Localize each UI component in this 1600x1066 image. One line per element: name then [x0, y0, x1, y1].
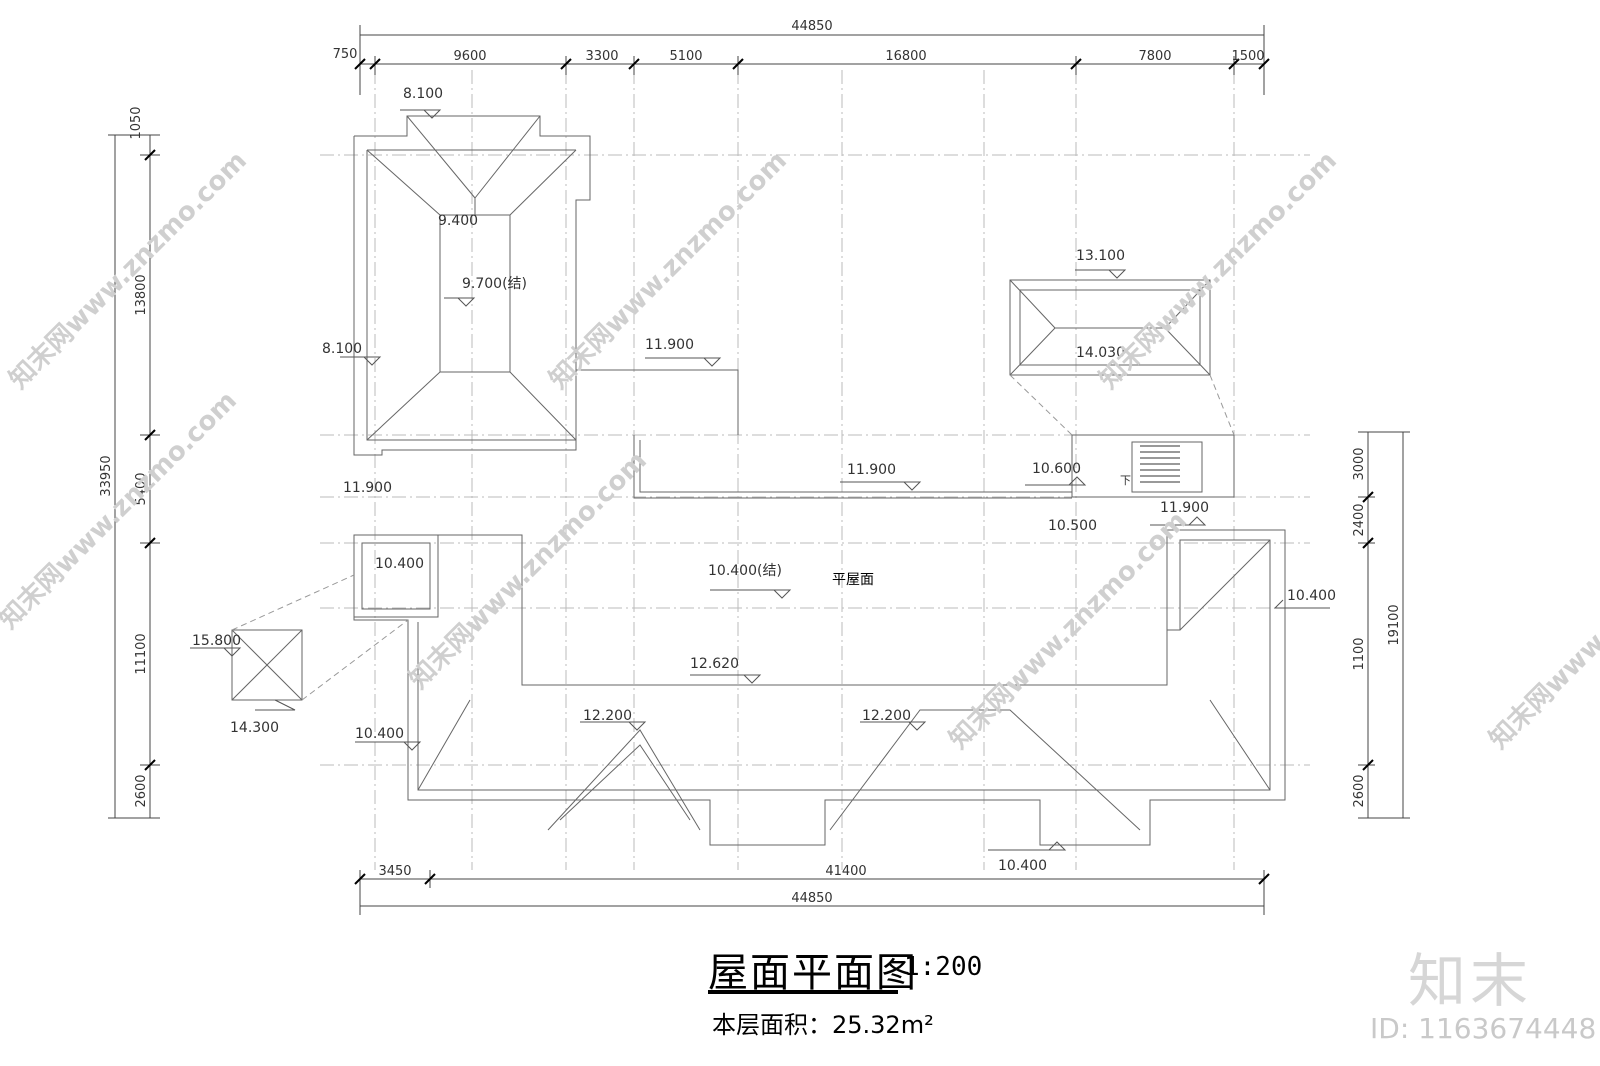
dim-left-1050: 1050	[129, 106, 144, 139]
elev-11900-c: 11.900	[1160, 500, 1209, 516]
stair-treads	[1140, 445, 1180, 483]
elev-8100-left: 8.100	[322, 341, 362, 357]
drawing-scale: 1:200	[904, 952, 983, 982]
watermark-text: 知末网www.znzmo.com	[1094, 146, 1343, 395]
title-underline	[708, 990, 898, 994]
elev-11900-b: 11.900	[847, 462, 896, 478]
elev-12200-a: 12.200	[583, 708, 632, 724]
elev-14300: 14.300	[230, 720, 279, 736]
watermark-text: 知末网www.znzmo.com	[0, 386, 243, 635]
dim-left-11100: 11100	[134, 633, 149, 674]
elev-10400-right: 10.400	[1287, 588, 1336, 604]
image-id: ID: 1163674448	[1370, 1012, 1597, 1045]
dim-right-2600: 2600	[1352, 774, 1367, 807]
dim-right-1100: 1100	[1352, 637, 1367, 670]
dim-right-total: 19100	[1387, 604, 1402, 645]
roof-outlines	[231, 115, 1286, 846]
stair-down-label: 下	[1120, 474, 1131, 487]
dim-top-7800: 7800	[1138, 49, 1171, 64]
dim-top-total: 44850	[791, 19, 832, 34]
drawing-title: 屋面平面图	[708, 950, 918, 996]
elev-8100-top: 8.100	[403, 86, 443, 102]
elev-10400-tower: 10.400	[375, 556, 424, 572]
elev-10600: 10.600	[1032, 461, 1081, 477]
elev-10400-left: 10.400	[355, 726, 404, 742]
dim-left-2600: 2600	[134, 774, 149, 807]
elev-14030: 14.030	[1076, 345, 1125, 361]
dimension-ticks	[144, 58, 1374, 885]
elev-10400-bottom: 10.400	[998, 858, 1047, 874]
connector-lines	[231, 374, 1235, 701]
dim-top-750: 750	[333, 47, 358, 62]
watermark-text: 知末网www.znzmo.com	[4, 146, 253, 395]
dim-top-1500: 1500	[1231, 49, 1264, 64]
dim-bottom-3450: 3450	[378, 864, 411, 879]
dim-top-5100: 5100	[669, 49, 702, 64]
dim-bottom-41400: 41400	[825, 864, 866, 879]
elev-9700: 9.700(结)	[462, 276, 527, 292]
watermark-text: 知末网www.znzmo.com	[404, 446, 653, 695]
dimension-text-group: 44850 750 9600 3300 5100 16800 7800 1500…	[99, 19, 1402, 906]
elev-12200-b: 12.200	[862, 708, 911, 724]
dim-left-13800: 13800	[134, 274, 149, 315]
elev-11900-a: 11.900	[645, 337, 694, 353]
dim-top-9600: 9600	[453, 49, 486, 64]
elev-9400: 9.400	[438, 213, 478, 229]
dim-top-16800: 16800	[885, 49, 926, 64]
dim-bottom-total: 44850	[791, 891, 832, 906]
elevation-markers	[190, 109, 1330, 851]
dim-left-5400: 5400	[134, 472, 149, 505]
elev-15800: 15.800	[192, 633, 241, 649]
flat-roof-label: 平屋面	[832, 572, 874, 588]
dim-right-2400: 2400	[1352, 503, 1367, 536]
elev-12620: 12.620	[690, 656, 739, 672]
floor-area: 本层面积：25.32m²	[712, 1011, 934, 1039]
brand-logo: 知末	[1408, 947, 1533, 1015]
dim-left-total: 33950	[99, 455, 114, 496]
dim-top-3300: 3300	[585, 49, 618, 64]
watermark-text: 知末网www.znzmo.com	[1484, 506, 1600, 755]
elevation-text-group: 8.100 9.400 9.700(结) 8.100 11.900 13.100…	[192, 86, 1336, 874]
elev-11900-d: 11.900	[343, 480, 392, 496]
elev-10400-struct: 10.400(结)	[708, 563, 782, 579]
dimension-lines	[108, 25, 1410, 915]
elev-13100: 13.100	[1076, 248, 1125, 264]
elev-10500: 10.500	[1048, 518, 1097, 534]
dim-right-3000: 3000	[1352, 447, 1367, 480]
